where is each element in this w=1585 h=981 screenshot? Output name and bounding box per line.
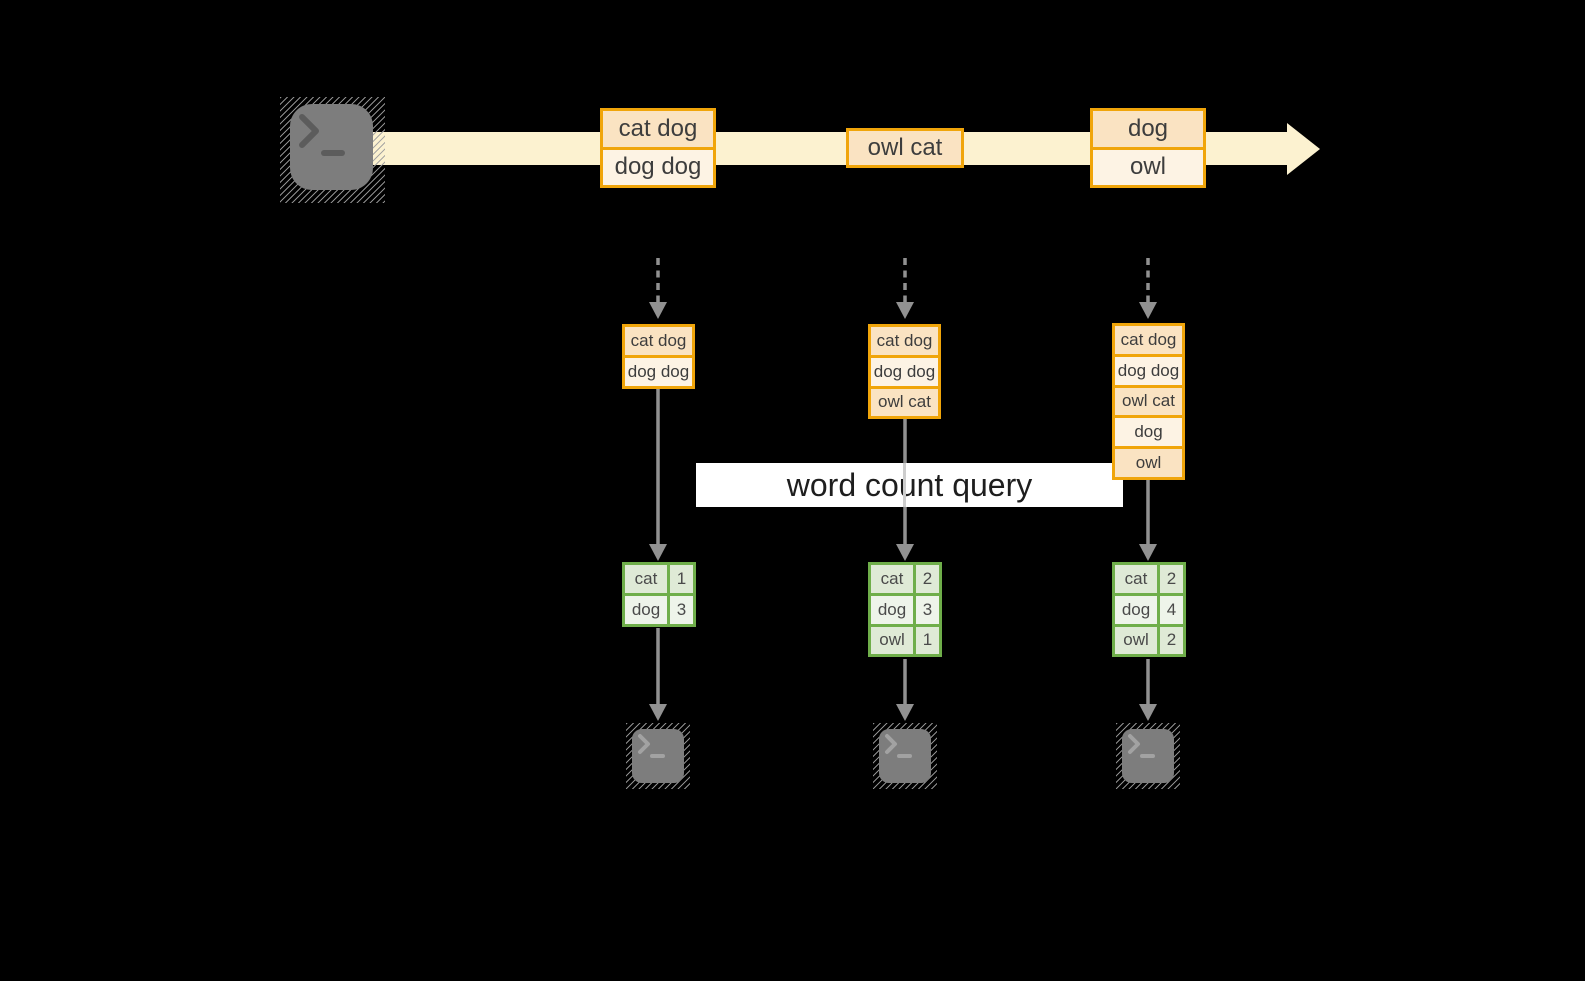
- flow-arrow-state-1: [649, 386, 667, 561]
- terminal-source-icon: [280, 97, 385, 203]
- word-cell: dog: [625, 595, 667, 624]
- state-cell: dog: [1115, 418, 1182, 447]
- count-cell: 2: [1160, 565, 1183, 593]
- wordcount-table-2: cat 2 dog 3 owl 1: [868, 562, 942, 658]
- flow-arrow-sink-3: [1139, 659, 1157, 721]
- word-cell: dog: [871, 595, 913, 624]
- terminal-sink-icon-2: [873, 723, 937, 789]
- word-cell: dog: [1115, 595, 1157, 624]
- stream-event-box-1: cat dog dog dog: [600, 108, 716, 188]
- flow-arrow-state-3: [1139, 480, 1157, 561]
- event-cell: dog: [1093, 111, 1203, 147]
- word-cell: owl: [1115, 626, 1157, 655]
- event-cell: owl: [1093, 149, 1203, 185]
- count-cell: 3: [916, 595, 939, 624]
- stream-arrowhead-icon: [1287, 123, 1320, 175]
- state-cell: cat dog: [871, 327, 938, 355]
- flow-arrow-sink-1: [649, 628, 667, 721]
- count-cell: 4: [1160, 595, 1183, 624]
- terminal-sink-icon-1: [626, 723, 690, 789]
- count-cell: 2: [916, 565, 939, 593]
- wordcount-table-1: cat 1 dog 3: [622, 562, 696, 627]
- count-cell: 1: [670, 565, 693, 593]
- word-cell: cat: [871, 565, 913, 593]
- stream-event-box-3: dog owl: [1090, 108, 1206, 188]
- word-cell: cat: [1115, 565, 1157, 593]
- state-cell: dog dog: [625, 357, 692, 386]
- prompt-icon: [299, 114, 345, 156]
- flow-arrow-sink-2: [896, 659, 914, 721]
- state-cell: dog dog: [871, 357, 938, 386]
- prompt-icon: [1128, 734, 1155, 758]
- dashed-arrow-1: [649, 258, 667, 319]
- state-cell: owl: [1115, 449, 1182, 477]
- prompt-icon: [638, 734, 665, 758]
- count-cell: 1: [916, 626, 939, 655]
- prompt-icon: [885, 734, 912, 758]
- wordcount-table-3: cat 2 dog 4 owl 2: [1112, 562, 1186, 658]
- event-cell: dog dog: [603, 149, 713, 185]
- query-label: word count query: [786, 466, 1033, 503]
- state-cell: owl cat: [871, 388, 938, 417]
- state-cell: cat dog: [1115, 326, 1182, 354]
- flow-line-through-banner: [903, 463, 907, 507]
- state-box-1: cat dog dog dog: [622, 324, 695, 389]
- event-cell: cat dog: [603, 111, 713, 147]
- terminal-sink-icon-3: [1116, 723, 1180, 789]
- dashed-arrow-3: [1139, 258, 1157, 319]
- state-box-2: cat dog dog dog owl cat: [868, 324, 941, 420]
- state-cell: cat dog: [625, 327, 692, 355]
- word-cell: cat: [625, 565, 667, 593]
- event-cell: owl cat: [849, 131, 961, 165]
- state-cell: dog dog: [1115, 356, 1182, 385]
- count-cell: 2: [1160, 626, 1183, 655]
- count-cell: 3: [670, 595, 693, 624]
- word-cell: owl: [871, 626, 913, 655]
- state-cell: owl cat: [1115, 387, 1182, 416]
- state-box-3: cat dog dog dog owl cat dog owl: [1112, 323, 1185, 480]
- stream-event-box-2: owl cat: [846, 128, 964, 168]
- query-label-banner: word count query: [696, 463, 1123, 507]
- dashed-arrow-2: [896, 258, 914, 319]
